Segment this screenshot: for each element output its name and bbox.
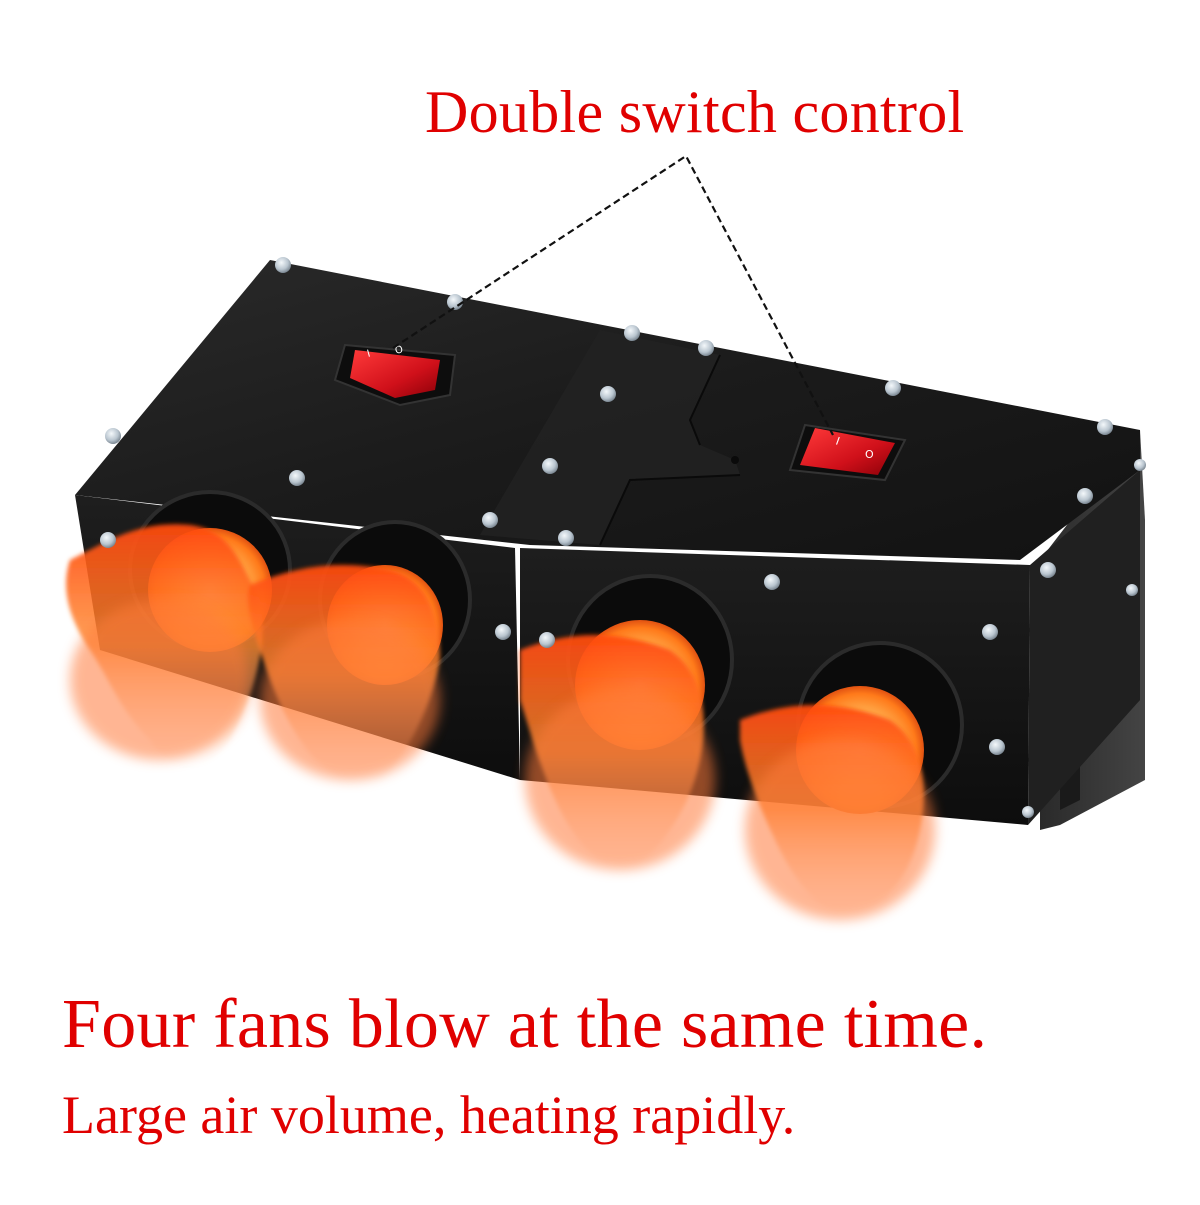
- heater-top-panel: [75, 260, 1140, 560]
- svg-text:O: O: [865, 448, 874, 461]
- callout-dashed-line: [392, 154, 834, 436]
- rocker-switch-left: I O: [333, 343, 457, 407]
- flame-wisps: [70, 600, 935, 920]
- subline-caption: Large air volume, heating rapidly.: [62, 1085, 796, 1145]
- rocker-switch-right: I O: [788, 423, 907, 482]
- svg-text:I: I: [834, 435, 842, 448]
- headline-caption: Four fans blow at the same time.: [62, 986, 988, 1063]
- callout-title: Double switch control: [425, 79, 965, 145]
- screws: [100, 257, 1146, 818]
- svg-text:I: I: [366, 349, 372, 360]
- svg-text:O: O: [394, 344, 405, 357]
